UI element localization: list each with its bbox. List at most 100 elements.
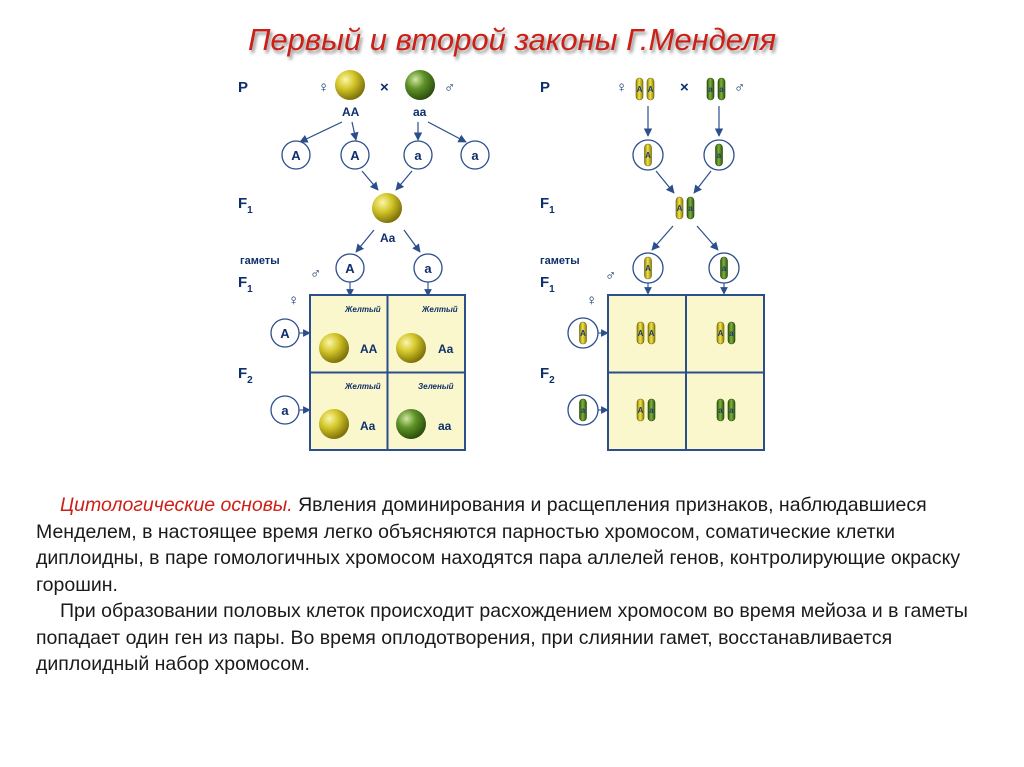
female-symbol: ♀ [586,292,597,309]
gamete: A [340,140,370,170]
svg-text:A: A [350,148,360,163]
svg-text:A: A [345,261,355,276]
yellow-pea-icon [396,333,426,363]
green-pea-icon [405,70,435,100]
chromosome-pair-aa: a a [716,398,736,422]
chromosome-pair-AA: A A [636,321,656,345]
svg-text:a: a [708,85,713,94]
gamete: A [632,252,664,284]
parent-genotype: AA [342,105,360,119]
green-pea-icon [396,409,426,439]
parent-genotype: aa [413,105,427,119]
right-diagram: P F1 гаметы F1 F2 ♀ A A × a a ♂ A a [540,77,765,451]
punnett-cell: Желтый Aa [396,305,458,363]
svg-text:A: A [580,329,586,338]
svg-text:A: A [637,85,643,94]
slide-title: Первый и второй законы Г.Менделя [247,22,777,57]
cross-symbol: × [380,79,389,96]
paragraph-body: Явления доминирования и расщепления приз… [36,494,961,596]
punnett-square: A A A a A a a a [607,294,765,451]
gamete: A [281,140,311,170]
gen-label-f1-gametes: F1 [238,274,253,295]
female-symbol: ♀ [288,292,299,309]
gamete: a [708,252,740,284]
explanation-text: Цитологические основы. Явления доминиров… [36,492,996,678]
svg-text:AA: AA [360,342,378,356]
gamete: a [403,140,433,170]
gamete: A [335,253,365,283]
punnett-cell: Желтый AA [319,305,381,363]
svg-text:Зеленый: Зеленый [418,382,454,391]
paragraph: При образовании половых клеток происходи… [36,600,968,675]
gamete: a [703,139,735,171]
svg-text:a: a [414,148,422,163]
gamete: A [567,317,599,349]
svg-text:Aa: Aa [360,419,376,433]
svg-text:a: a [649,406,654,415]
punnett-cell: Зеленый aa [396,382,454,439]
gamete: A [270,318,300,348]
paragraph: Цитологические основы. Явления доминиров… [36,492,996,598]
svg-text:a: a [471,148,479,163]
svg-text:a: a [719,85,724,94]
svg-text:Желтый: Желтый [421,305,458,314]
svg-text:a: a [581,406,586,415]
svg-text:A: A [280,326,290,341]
svg-text:a: a [281,403,289,418]
svg-text:a: a [424,261,432,276]
male-symbol: ♂ [310,265,321,282]
gamete: a [567,394,599,426]
svg-text:A: A [718,329,724,338]
gamete: A [632,139,664,171]
svg-text:A: A [649,329,655,338]
chromosome-pair-Aa: A a [636,398,656,422]
gen-label-p: P [540,79,550,96]
left-diagram: P F1 гаметы F1 F2 ♀ AA × ♂ aa A A a a Aa… [238,70,490,451]
svg-text:A: A [648,85,654,94]
female-symbol: ♀ [318,79,329,96]
gen-label-f2: F2 [238,365,253,386]
gen-label-f1: F1 [238,195,253,216]
yellow-pea-icon [319,333,349,363]
svg-text:A: A [677,204,683,213]
punnett-square: Желтый AA Желтый Aa Желтый Aa Зеленый aa [309,294,466,451]
svg-text:a: a [717,151,722,160]
svg-text:A: A [638,406,644,415]
gamete: a [270,395,300,425]
svg-text:Желтый: Желтый [344,382,381,391]
male-symbol: ♂ [605,267,616,284]
svg-text:a: a [688,204,693,213]
gametes-label: гаметы [240,255,280,267]
gamete: a [460,140,490,170]
f1-genotype: Aa [380,231,396,245]
chromosome-pair-aa: a a [706,77,726,101]
svg-text:a: a [729,329,734,338]
gamete: a [413,253,443,283]
svg-text:Aa: Aa [438,342,454,356]
svg-text:a: a [718,406,723,415]
svg-text:a: a [729,406,734,415]
male-symbol: ♂ [444,79,455,96]
male-symbol: ♂ [734,79,745,96]
chromosome-pair-Aa: A a [716,321,736,345]
punnett-cell: Желтый Aa [319,382,381,439]
chromosome-pair-Aa: A a [675,196,695,220]
yellow-pea-icon [319,409,349,439]
yellow-pea-icon [372,193,402,223]
lead-phrase: Цитологические основы. [60,494,293,516]
chromosome-pair-AA: A A [635,77,655,101]
cross-symbol: × [680,79,689,96]
gen-label-f2: F2 [540,365,555,386]
svg-text:A: A [291,148,301,163]
gametes-label: гаметы [540,255,580,267]
yellow-pea-icon [335,70,365,100]
gen-label-p: P [238,79,248,96]
svg-text:Желтый: Желтый [344,305,381,314]
svg-text:A: A [638,329,644,338]
gen-label-f1: F1 [540,195,555,216]
gen-label-f1-gametes: F1 [540,274,555,295]
svg-text:aa: aa [438,419,452,433]
svg-text:A: A [645,151,651,160]
mendel-diagram: P F1 гаметы F1 F2 ♀ AA × ♂ aa A A a a Aa… [238,70,765,451]
svg-text:a: a [722,264,727,273]
